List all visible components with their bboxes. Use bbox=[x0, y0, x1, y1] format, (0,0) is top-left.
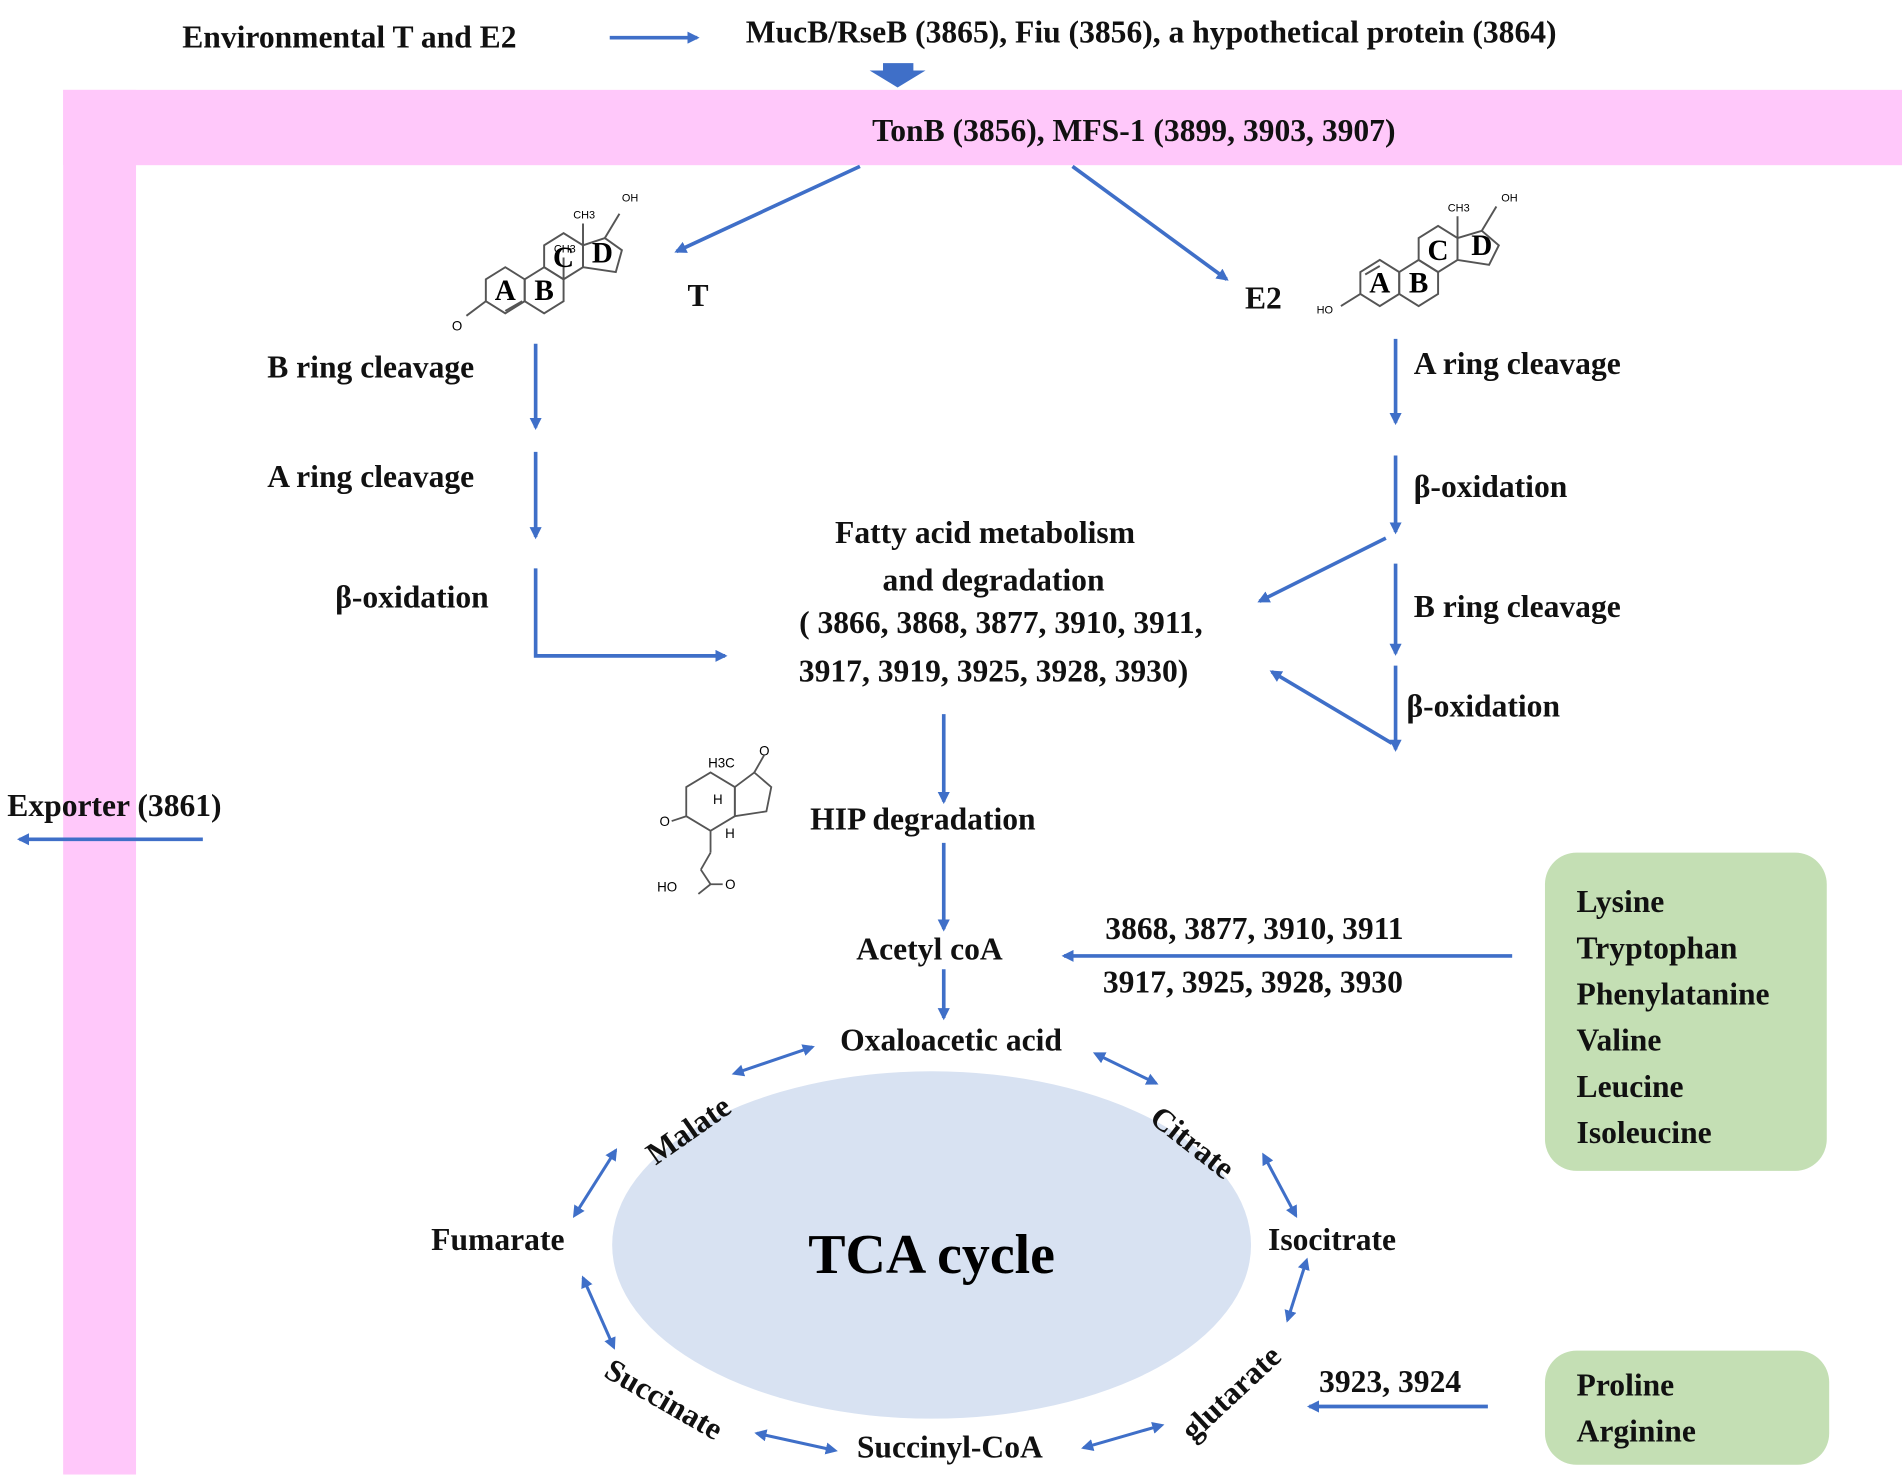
testosterone-ring-d: D bbox=[592, 237, 613, 269]
arrow-E2-to-fa bbox=[1257, 536, 1387, 603]
cycle-arrow-fumarate-malate bbox=[572, 1148, 618, 1218]
testosterone-structure: A B C D O CH3 CH3 OH bbox=[452, 193, 638, 334]
t-step-beta-oxidation: β-oxidation bbox=[335, 579, 489, 615]
hip-atom-h3c: H3C bbox=[708, 756, 735, 771]
amino-acid-box-1: Lysine Tryptophan Phenylatanine Valine L… bbox=[1544, 852, 1827, 1171]
amino-acid-box-2: Proline Arginine bbox=[1544, 1350, 1830, 1465]
testosterone-atom-ch3-1: CH3 bbox=[554, 244, 576, 256]
e2-step-b-ring-cleavage: B ring cleavage bbox=[1413, 589, 1621, 625]
cell-membrane-left bbox=[63, 89, 137, 1475]
amino-acid-item: Arginine bbox=[1576, 1413, 1696, 1450]
testosterone-atom-o: O bbox=[452, 318, 462, 333]
hip-atom-o-2: O bbox=[660, 814, 670, 829]
testosterone-ring-b: B bbox=[534, 275, 553, 307]
fatty-acid-title-1: Fatty acid metabolism bbox=[835, 514, 1136, 551]
sensor-proteins-label: MucB/RseB (3865), Fiu (3856), a hypothet… bbox=[745, 14, 1557, 50]
amino-acid-item: Tryptophan bbox=[1576, 930, 1738, 966]
estradiol-ring-c: C bbox=[1428, 235, 1449, 267]
hip-degradation-label: HIP degradation bbox=[810, 801, 1036, 837]
arrow-to-E2 bbox=[1071, 164, 1229, 281]
signal-source-label: Environmental T and E2 bbox=[182, 19, 517, 55]
cycle-arrow-succinyl-succinate bbox=[754, 1429, 838, 1455]
fatty-acid-title-2: and degradation bbox=[882, 562, 1105, 598]
amino-acid-item: Phenylatanine bbox=[1576, 976, 1770, 1012]
acetyl-genes-1: 3868, 3877, 3910, 3911 bbox=[1105, 910, 1404, 947]
e2-step-beta-oxidation-2: β-oxidation bbox=[1406, 688, 1561, 724]
hip-atom-h-2: H bbox=[725, 826, 735, 841]
amino-acid-item: Isoleucine bbox=[1576, 1115, 1712, 1151]
t-step-b-ring-cleavage: B ring cleavage bbox=[267, 349, 475, 386]
hip-structure: H3C O O H H HO O bbox=[657, 743, 773, 895]
cycle-arrow-malate-oaa bbox=[731, 1044, 815, 1077]
cycle-arrow-isocitrate-glutarate bbox=[1284, 1257, 1310, 1323]
testosterone-label: T bbox=[687, 278, 709, 314]
acetyl-genes-2: 3917, 3925, 3928, 3930 bbox=[1102, 964, 1403, 1000]
tca-oxaloacetic-acid: Oxaloacetic acid bbox=[840, 1022, 1062, 1058]
amino-acid-item: Proline bbox=[1576, 1367, 1675, 1403]
acetyl-coa-label: Acetyl coA bbox=[856, 931, 1003, 967]
fatty-acid-genes-2: 3917, 3919, 3925, 3928, 3930) bbox=[798, 653, 1189, 689]
tca-isocitrate: Isocitrate bbox=[1268, 1221, 1397, 1258]
amino-acid-item: Lysine bbox=[1576, 884, 1665, 920]
arrow-to-T bbox=[674, 164, 861, 254]
cycle-arrow-oaa-citrate bbox=[1092, 1052, 1159, 1085]
testosterone-ring-c: C bbox=[553, 242, 574, 274]
estradiol-atom-oh: OH bbox=[1501, 193, 1517, 205]
amino-acid-item: Leucine bbox=[1576, 1068, 1684, 1105]
estradiol-label: E2 bbox=[1244, 280, 1282, 316]
cycle-arrow-citrate-isocitrate bbox=[1262, 1152, 1298, 1218]
hip-atom-o-1: O bbox=[759, 743, 769, 758]
cycle-arrow-glutarate-succinyl bbox=[1081, 1421, 1165, 1451]
testosterone-atom-ch3-2: CH3 bbox=[573, 210, 595, 222]
estradiol-structure: A B C D HO CH3 OH bbox=[1317, 193, 1518, 317]
estradiol-ring-a: A bbox=[1369, 268, 1390, 300]
membrane-transporters-label: TonB (3856), MFS-1 (3899, 3903, 3907) bbox=[872, 112, 1396, 149]
e2-step-beta-oxidation-1: β-oxidation bbox=[1413, 468, 1568, 505]
tca-cycle-title: TCA cycle bbox=[808, 1223, 1055, 1286]
estradiol-ring-b: B bbox=[1409, 268, 1428, 300]
e2-step-a-ring-cleavage: A ring cleavage bbox=[1413, 346, 1621, 382]
import-arrow bbox=[869, 63, 926, 88]
testosterone-atom-oh: OH bbox=[622, 193, 638, 205]
amino-acid-item: Valine bbox=[1576, 1022, 1662, 1058]
estradiol-ring-d: D bbox=[1471, 230, 1492, 262]
cycle-arrow-succinate-fumarate bbox=[581, 1275, 616, 1350]
arrow-T-3 bbox=[533, 568, 728, 662]
exporter-label: Exporter (3861) bbox=[7, 788, 222, 824]
hip-atom-h-1: H bbox=[713, 792, 723, 807]
tca-succinyl-coa: Succinyl-CoA bbox=[856, 1429, 1043, 1465]
tca-fumarate: Fumarate bbox=[431, 1221, 565, 1258]
hip-atom-ho: HO bbox=[657, 880, 677, 895]
estradiol-atom-ch3: CH3 bbox=[1448, 202, 1470, 214]
testosterone-ring-a: A bbox=[495, 275, 516, 307]
estradiol-atom-ho: HO bbox=[1317, 304, 1333, 316]
glutarate-genes-label: 3923, 3924 bbox=[1319, 1363, 1462, 1400]
t-step-a-ring-cleavage: A ring cleavage bbox=[267, 459, 475, 495]
arrow-E2-to-fa-2 bbox=[1269, 670, 1393, 745]
hip-atom-o-3: O bbox=[725, 877, 735, 892]
cell-membrane-top bbox=[63, 89, 1902, 166]
tca-cycle-oval bbox=[612, 1071, 1252, 1419]
fatty-acid-genes-1: ( 3866, 3868, 3877, 3910, 3911, bbox=[799, 604, 1203, 641]
